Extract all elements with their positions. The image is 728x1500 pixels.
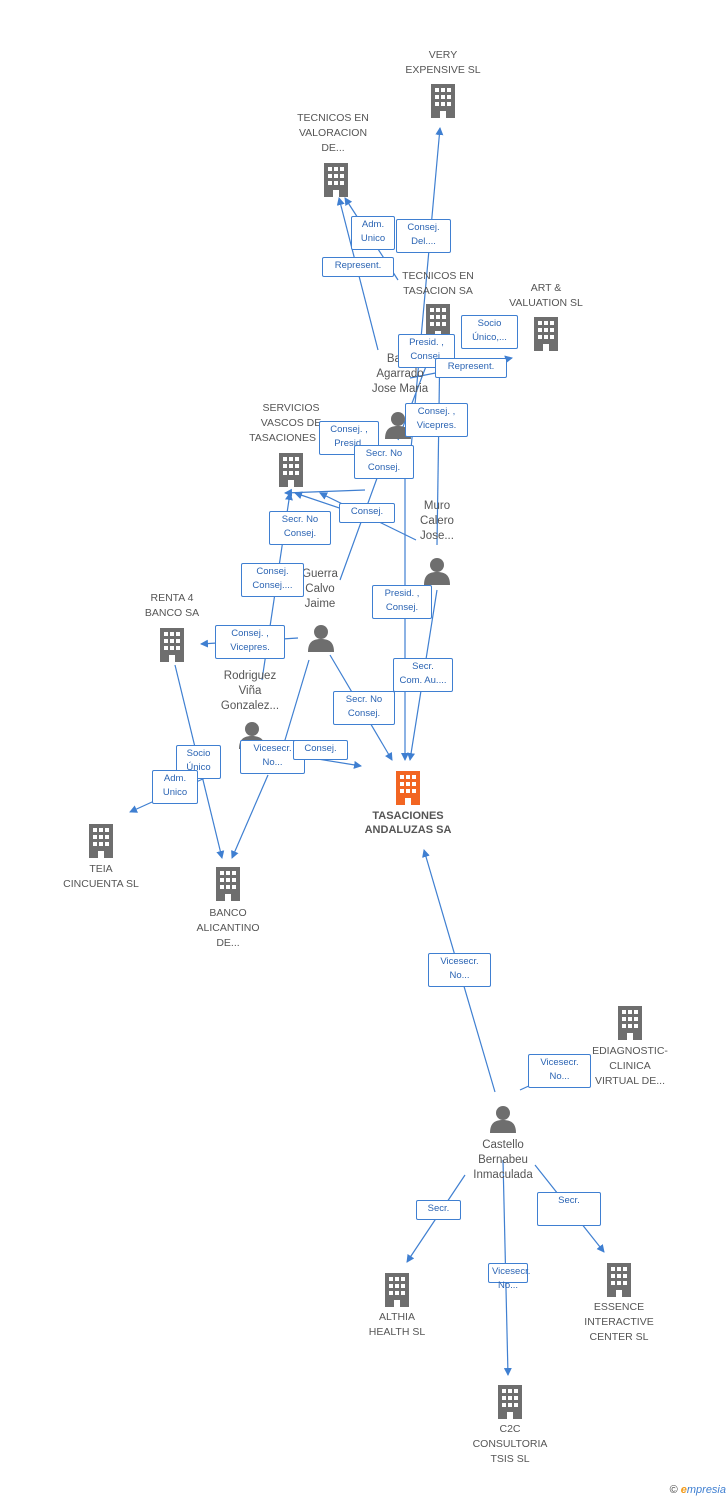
edge-line xyxy=(281,659,310,751)
edge-label[interactable]: Consej. Consej.... xyxy=(241,563,304,597)
muro-person-icon[interactable] xyxy=(424,558,450,585)
edge-label[interactable]: Secr. Com. Au.... xyxy=(393,658,453,692)
node-label-tecnicos-valoracion[interactable]: TECNICOS EN VALORACION DE... xyxy=(297,112,369,154)
edge-label[interactable]: Adm. Unico xyxy=(351,216,395,250)
node-label-castello[interactable]: Castello Bernabeu Inmaculada xyxy=(473,1139,533,1181)
node-label-teia[interactable]: TEIA CINCUENTA SL xyxy=(63,863,139,890)
renta4-building-icon[interactable] xyxy=(160,628,184,662)
edge-label[interactable]: Represent. xyxy=(435,358,507,378)
teia-building-icon[interactable] xyxy=(89,824,113,858)
althia-building-icon[interactable] xyxy=(385,1273,409,1307)
node-label-renta4[interactable]: RENTA 4 BANCO SA xyxy=(144,592,200,619)
edge-label[interactable]: Secr. No Consej. xyxy=(354,445,414,479)
tasaciones_andaluzas-building-icon[interactable] xyxy=(396,771,420,805)
edge-label[interactable]: Vicesecr. No... xyxy=(428,953,491,987)
edge-label[interactable]: Vicesecr. No... xyxy=(528,1054,591,1088)
very_expensive-building-icon[interactable] xyxy=(431,84,455,118)
edge-label[interactable]: Presid. , Consej. xyxy=(372,585,432,619)
node-label-rodriguez[interactable]: Rodriguez Viña Gonzalez... xyxy=(220,670,280,712)
node-label-ediagnostic[interactable]: EDIAGNOSTIC- CLINICA VIRTUAL DE... xyxy=(592,1045,668,1087)
copyright-symbol: © xyxy=(669,1484,678,1496)
banco_alicantino-building-icon[interactable] xyxy=(216,867,240,901)
node-label-c2c[interactable]: C2C CONSULTORIA TSIS SL xyxy=(472,1423,548,1465)
castello-person-icon[interactable] xyxy=(490,1106,516,1133)
edge-label[interactable]: Secr. No Consej. xyxy=(269,511,331,545)
essence-building-icon[interactable] xyxy=(607,1263,631,1297)
node-label-banco-alicantino[interactable]: BANCO ALICANTINO DE... xyxy=(196,907,260,949)
tecnicos_tasacion-building-icon[interactable] xyxy=(426,304,450,338)
edge-line xyxy=(231,774,269,859)
node-label-muro[interactable]: Muro Calero Jose... xyxy=(420,500,454,542)
node-label-tecnicos-tasacion[interactable]: TECNICOS EN TASACION SA xyxy=(402,270,474,297)
empresia-logo[interactable]: empresia xyxy=(680,1484,726,1496)
edge-label[interactable]: Represent. xyxy=(322,257,394,277)
rodriguez-person-icon[interactable] xyxy=(308,625,334,652)
edge-label[interactable]: Secr. No Consej. xyxy=(333,691,395,725)
node-label-very-expensive[interactable]: VERY EXPENSIVE SL xyxy=(405,49,481,76)
node-label-guerra[interactable]: Guerra Calvo Jaime xyxy=(302,568,338,610)
edge-label[interactable]: Socio Único,... xyxy=(461,315,518,349)
edge-label[interactable]: Consej. Del.... xyxy=(396,219,451,253)
node-label-servicios-vascos[interactable]: SERVICIOS VASCOS DE TASACIONES SA xyxy=(249,402,333,444)
edge-label[interactable]: Consej. , Vicepres. xyxy=(215,625,285,659)
ediagnostic-building-icon[interactable] xyxy=(618,1006,642,1040)
node-label-art-valuation[interactable]: ART & VALUATION SL xyxy=(509,282,583,309)
node-label-essence[interactable]: ESSENCE INTERACTIVE CENTER SL xyxy=(584,1301,654,1343)
edge-label[interactable]: Consej. xyxy=(293,740,348,760)
edge-label[interactable]: Vicesecr. No... xyxy=(488,1263,530,1291)
edge-line xyxy=(339,469,381,581)
node-label-tasaciones-andaluzas[interactable]: TASACIONES ANDALUZAS SA xyxy=(364,810,452,836)
c2c-building-icon[interactable] xyxy=(498,1385,522,1419)
edge-line xyxy=(284,488,366,497)
tecnicos_valoracion-building-icon[interactable] xyxy=(324,163,348,197)
edge-label[interactable]: Secr. xyxy=(416,1200,461,1220)
edge-label[interactable]: Secr. xyxy=(537,1192,601,1226)
edge-label[interactable]: Consej. xyxy=(339,503,395,523)
edge-label[interactable]: Consej. , Vicepres. xyxy=(405,403,468,437)
art_valuation-building-icon[interactable] xyxy=(534,317,558,351)
edge-label[interactable]: Adm. Unico xyxy=(152,770,198,804)
footer-credit: © empresia xyxy=(670,1484,726,1496)
servicios_vascos-building-icon[interactable] xyxy=(279,453,303,487)
node-label-althia[interactable]: ALTHIA HEALTH SL xyxy=(368,1311,426,1338)
